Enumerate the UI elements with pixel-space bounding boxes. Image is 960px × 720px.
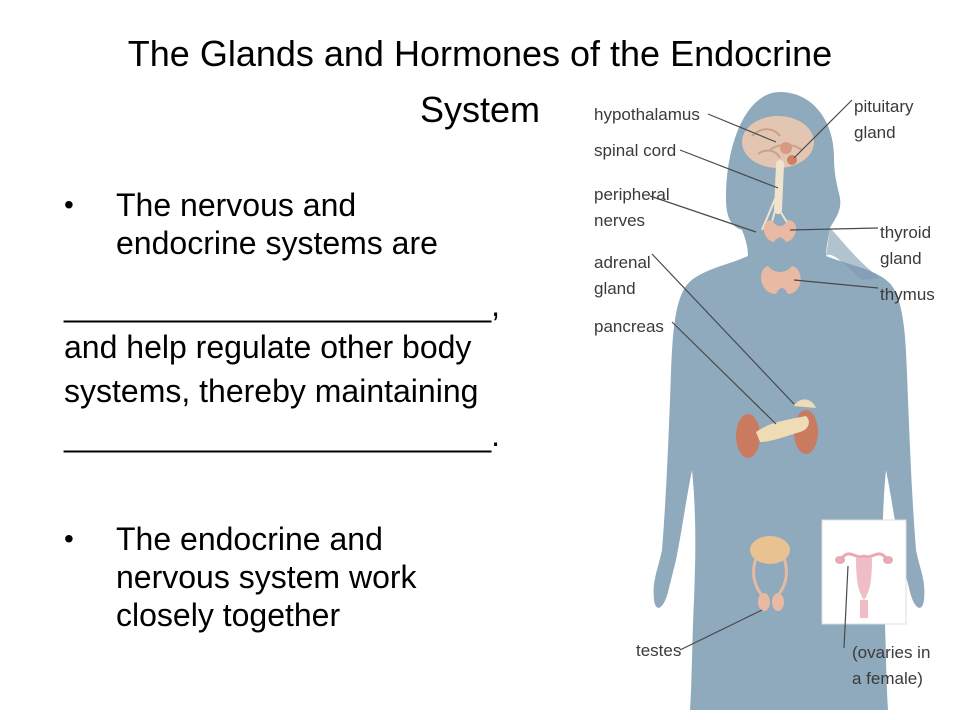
label-thyroid: thyroid — [880, 223, 931, 242]
bullet-1-text: The nervous and endocrine systems are — [116, 186, 536, 262]
continuation-line-2: systems, thereby maintaining — [64, 373, 479, 409]
hypothalamus-gland — [780, 142, 792, 154]
left-testis — [758, 593, 770, 611]
slide-title: The Glands and Hormones of the Endocrine… — [60, 26, 900, 138]
label-nerves: nerves — [594, 211, 645, 230]
ovaries-inset — [821, 519, 907, 625]
bullet-2-line-3: closely together — [116, 597, 341, 633]
title-line-1: The Glands and Hormones of the Endocrine — [127, 33, 833, 74]
bullet-dot-icon: • — [64, 523, 74, 554]
label-pituitary-gland: gland — [854, 123, 896, 142]
label-testes: testes — [636, 641, 681, 660]
bullet-1-line-2: endocrine systems are — [116, 225, 438, 261]
label-adrenal: adrenal — [594, 253, 651, 272]
fill-blank-2: ________________________. — [64, 417, 501, 453]
bullet-1-line-1: The nervous and — [116, 187, 357, 223]
bullet-dot-icon: • — [64, 189, 74, 220]
label-spinal-cord: spinal cord — [594, 141, 676, 160]
label-ovaries-female: a female) — [852, 669, 923, 688]
label-thyroid-gland: gland — [880, 249, 922, 268]
thyroid-shape — [763, 220, 797, 242]
bullet-1: • The nervous and endocrine systems are — [64, 186, 536, 262]
brain — [742, 116, 814, 168]
label-adrenal-gland: gland — [594, 279, 636, 298]
pancreas-shape — [756, 416, 809, 442]
bullet-2: • The endocrine and nervous system work … — [64, 520, 536, 634]
bullet-2-text: The endocrine and nervous system work cl… — [116, 520, 536, 634]
label-pancreas: pancreas — [594, 317, 664, 336]
label-thymus: thymus — [880, 285, 935, 304]
body-shading — [826, 228, 880, 280]
fill-blank-1: ________________________, — [64, 287, 501, 323]
right-testis — [772, 593, 784, 611]
label-hypothalamus: hypothalamus — [594, 105, 700, 124]
endocrine-system-diagram: hypothalamus spinal cord peripheral nerv… — [594, 92, 935, 710]
bullet-2-line-1: The endocrine and — [116, 521, 383, 557]
thymus-shape — [761, 266, 801, 294]
label-peripheral: peripheral — [594, 185, 670, 204]
leader-lines — [649, 99, 879, 651]
spinal-cord-shape — [774, 160, 784, 214]
label-pituitary: pituitary — [854, 97, 914, 116]
left-kidney — [736, 414, 760, 458]
label-ovaries: (ovaries in — [852, 643, 930, 662]
adrenal-gland-shape — [794, 399, 816, 408]
title-line-2: System — [419, 89, 541, 130]
bladder-shape — [750, 536, 790, 564]
continuation-line-1: and help regulate other body — [64, 329, 472, 365]
bullet-2-line-2: nervous system work — [116, 559, 417, 595]
